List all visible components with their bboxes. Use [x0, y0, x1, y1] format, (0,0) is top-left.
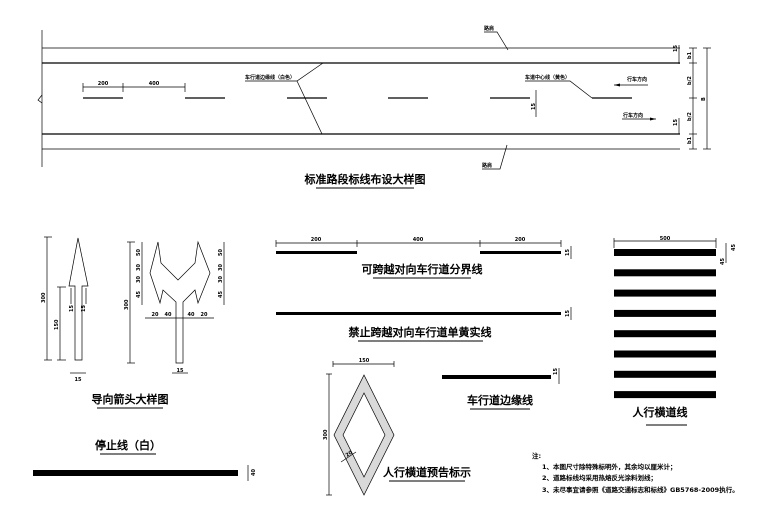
- svg-text:45: 45: [720, 258, 726, 265]
- straight-arrow: [68, 237, 89, 361]
- crosswalk-warning-title: 人行横道预告标示: [383, 465, 471, 479]
- divider-dash: [276, 251, 357, 254]
- svg-text:45: 45: [731, 244, 737, 251]
- leader: [525, 80, 593, 99]
- leader: [482, 144, 508, 170]
- crosswalk-bar: [614, 309, 716, 317]
- svg-text:40: 40: [165, 312, 172, 318]
- dim-B: B: [701, 97, 707, 101]
- svg-text:30: 30: [136, 276, 142, 283]
- center-line-label: 车道中心线（黄色）: [525, 74, 570, 81]
- stop-line-detail: 停止线（白） 40: [33, 438, 257, 481]
- dash-dimension: 200 400: [82, 81, 186, 92]
- arrows-title: 导向箭头大样图: [92, 392, 169, 406]
- dim-b1-bottom: b1: [687, 136, 693, 144]
- shoulder-label-bottom: 路肩: [482, 162, 492, 169]
- note-item: 1、本图尺寸除特殊标明外，其余均以厘米计；: [542, 462, 677, 471]
- svg-text:30: 30: [218, 264, 224, 271]
- dim-b2-bottom: b/2: [687, 112, 693, 121]
- fork-right-dims: 50 30 30 45: [218, 242, 225, 305]
- svg-text:400: 400: [413, 237, 424, 243]
- arrow-details: 300 150 15 15 15 300 50 30 30 45 50 30 3…: [41, 236, 225, 409]
- diamond-inner: [342, 392, 386, 478]
- solid-divider-detail: 15 禁止跨越对向车行道单黄实线: [276, 307, 572, 342]
- dim-straight-width: 15: [75, 377, 82, 383]
- svg-text:30: 30: [136, 264, 142, 271]
- crosswalk-bar: [614, 249, 716, 256]
- crosswalk-warning-detail: 150 300 20 人行横道预告标示: [323, 358, 471, 496]
- svg-text:45: 45: [136, 291, 142, 298]
- dim-side-right: 15: [81, 305, 87, 312]
- edge-line-detail: 15 车行道边缘线: [442, 368, 560, 410]
- crosswalk-bar: [614, 391, 716, 399]
- dim-b2-top: b/2: [687, 76, 693, 85]
- broken-divider-detail: 200 400 200 15 可跨越对向车行道分界线: [275, 237, 572, 279]
- dim-diamond-border: 20: [345, 449, 355, 458]
- stop-line-bar: [33, 470, 238, 476]
- right-dimensions: 15 15 b1 b/2 b/2 b1 B: [673, 45, 711, 150]
- dim-15-bottom: 15: [673, 119, 679, 126]
- solid-divider-title: 禁止跨越对向车行道单黄实线: [349, 325, 492, 339]
- svg-text:45: 45: [218, 291, 224, 298]
- crosswalk-bars: [614, 249, 716, 399]
- svg-text:200: 200: [311, 237, 322, 243]
- crosswalk-bar: [614, 370, 716, 378]
- svg-text:20: 20: [201, 312, 208, 318]
- dim-diamond-width: 150: [359, 358, 370, 364]
- break-symbol: [37, 94, 43, 104]
- crosswalk-detail: 500 45 45 人行横道线: [613, 236, 737, 426]
- svg-text:50: 50: [218, 249, 224, 256]
- svg-text:30: 30: [218, 276, 224, 283]
- shoulder-label-top: 路肩: [484, 25, 494, 32]
- dim-diamond-height: 300: [323, 429, 329, 440]
- dim-dash: 200: [98, 81, 109, 87]
- svg-text:50: 50: [136, 249, 142, 256]
- dim-straight-stem: 150: [54, 319, 60, 330]
- stop-line-title: 停止线（白）: [95, 438, 161, 452]
- direction-label-top: 行车方向: [626, 76, 647, 83]
- leader: [484, 31, 509, 51]
- svg-text:15: 15: [565, 310, 571, 317]
- solid-divider-bar: [276, 312, 561, 315]
- dim-side-left: 15: [69, 305, 75, 312]
- crosswalk-bar: [614, 330, 716, 338]
- road-plan-title: 标准路段标线布设大样图: [304, 172, 426, 186]
- dim-fork-total: 300: [124, 299, 130, 310]
- edge-line-title: 车行道边缘线: [467, 393, 533, 407]
- fork-arrow: [149, 240, 211, 364]
- svg-text:15: 15: [553, 368, 559, 375]
- svg-text:40: 40: [188, 312, 195, 318]
- svg-text:200: 200: [515, 237, 526, 243]
- direction-arrow-right-icon: [650, 117, 656, 121]
- edge-line-bar: [442, 375, 551, 379]
- road-plan: 200 400 车行道边缘线（白色） 路肩 路肩 车道中心线（黄色） 行车方向 …: [37, 25, 711, 189]
- notes: 注: 1、本图尺寸除特殊标明外，其余均以厘米计； 2、道路标线均采用热熔反光涂料…: [532, 451, 739, 494]
- edge-line-label: 车行道边缘线（白色）: [245, 74, 295, 81]
- crosswalk-title: 人行横道线: [633, 405, 688, 419]
- divider-dash: [480, 251, 561, 254]
- svg-text:15: 15: [565, 249, 571, 256]
- note-item: 3、未尽事宜请参照《道路交通标志和标线》GB5768-2009执行。: [542, 485, 739, 494]
- dim-fork-stem: 15: [177, 368, 184, 374]
- crosswalk-bar: [614, 269, 716, 277]
- dim-crosswalk-length: 500: [660, 236, 671, 242]
- notes-heading: 注:: [532, 451, 541, 460]
- fork-left-dims: 50 30 30 45: [136, 242, 143, 305]
- dim-stop-width: 40: [251, 469, 257, 476]
- svg-text:20: 20: [152, 312, 159, 318]
- direction-arrow-left-icon: [614, 83, 620, 87]
- dim-b1-top: b1: [687, 51, 693, 59]
- dim-15-top: 15: [673, 45, 679, 52]
- fork-bottom-dims: 20 40 40 20: [145, 312, 214, 319]
- note-item: 2、道路标线均采用热熔反光涂料划线；: [542, 473, 657, 482]
- dim-gap: 400: [149, 81, 160, 87]
- dim-line-width: 15: [531, 103, 537, 110]
- direction-label-bottom: 行车方向: [622, 112, 643, 119]
- leader: [296, 80, 323, 135]
- crosswalk-bar: [614, 350, 716, 358]
- crosswalk-bar: [614, 289, 716, 297]
- broken-divider-title: 可跨越对向车行道分界线: [362, 262, 483, 276]
- dim-straight-total: 300: [41, 292, 47, 303]
